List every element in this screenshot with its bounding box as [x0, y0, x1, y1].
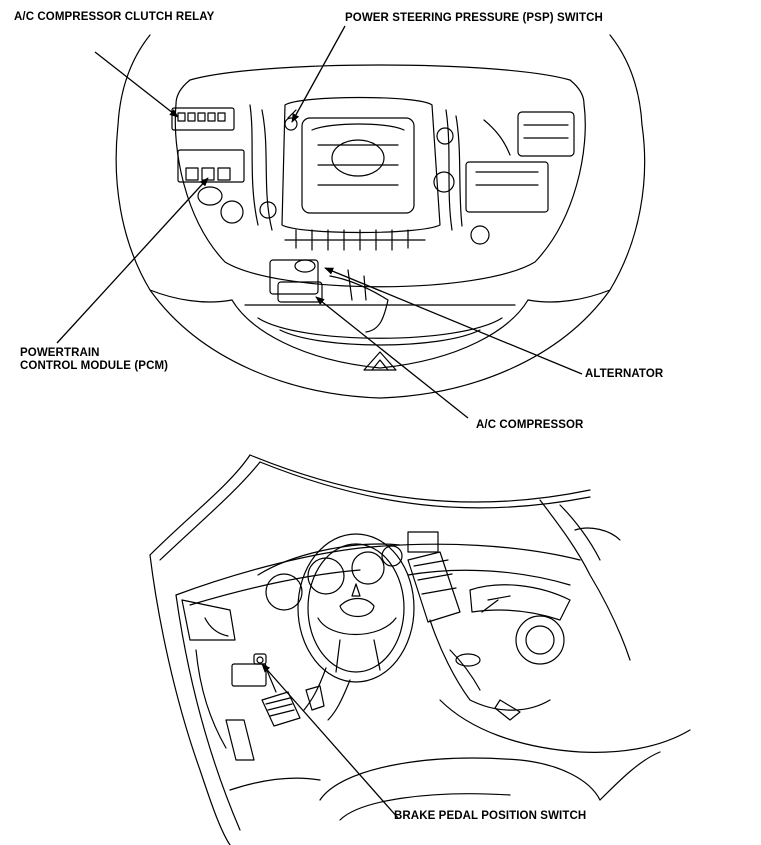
engine-leader-lines: [56, 25, 583, 419]
engine-compartment-illustration: [115, 34, 646, 399]
label-ac-compressor-clutch-relay: A/C COMPRESSOR CLUTCH RELAY: [14, 11, 215, 23]
cabin-leader-lines: [261, 663, 399, 819]
label-ac-compressor: A/C COMPRESSOR: [476, 419, 584, 431]
label-psp-switch: POWER STEERING PRESSURE (PSP) SWITCH: [345, 12, 603, 24]
label-pcm-line2: CONTROL MODULE (PCM): [20, 360, 169, 372]
label-brake-pedal-position-switch: BRAKE PEDAL POSITION SWITCH: [394, 810, 587, 822]
label-alternator: ALTERNATOR: [585, 368, 664, 380]
cabin-illustration: [149, 454, 691, 845]
label-pcm-line1: POWERTRAIN: [20, 347, 100, 359]
